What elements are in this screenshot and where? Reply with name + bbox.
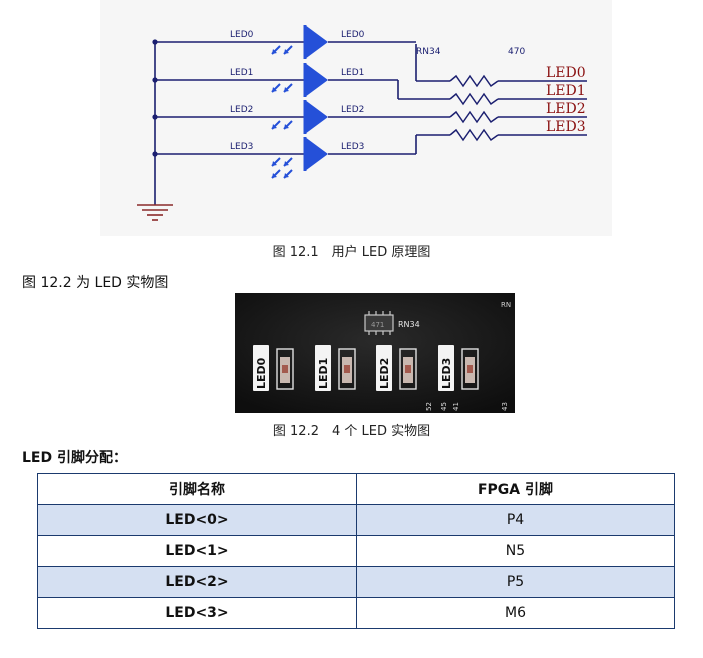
led-diode-3 — [305, 137, 328, 171]
led-die — [282, 365, 288, 373]
fpga-pin-cell: P5 — [356, 566, 675, 598]
led-board-photo: 471 RN34 RN LED0 LED1 LED2 LED3 52 45 41 43 — [235, 293, 515, 413]
net-label-left-2: LED2 — [230, 105, 253, 115]
bottom-mark-0: 52 — [425, 402, 433, 411]
net-label-right-2: LED2 — [341, 105, 364, 115]
junction-dot — [152, 39, 158, 45]
led-footprint — [399, 348, 417, 390]
junction-dot — [152, 114, 158, 120]
table-row: LED<0> P4 — [37, 504, 675, 536]
pin-name-cell: LED<2> — [37, 566, 357, 598]
junction-dot — [152, 77, 158, 83]
led-footprint — [461, 348, 479, 390]
led-die — [467, 365, 473, 373]
led-diode-2 — [305, 100, 328, 134]
output-label-0: LED0 — [546, 65, 586, 81]
pin-assignment-heading: LED 引脚分配： — [22, 450, 127, 466]
led-silkscreen-label-bg — [376, 345, 392, 391]
net-label-right-1: LED1 — [341, 68, 364, 78]
led-silkscreen-label-1: LED1 — [317, 358, 330, 389]
led-silkscreen-label-bg — [438, 345, 454, 391]
led-silkscreen-label-bg — [315, 345, 331, 391]
output-label-3: LED3 — [546, 119, 586, 135]
led-die — [344, 365, 350, 373]
fpga-pin-cell: M6 — [356, 597, 675, 629]
led-die — [405, 365, 411, 373]
net-label-right-3: LED3 — [341, 142, 364, 152]
bottom-mark-3: 43 — [501, 402, 509, 411]
figure-caption-12-1: 图 12.1 用户 LED 原理图 — [272, 245, 431, 260]
intro-text: 图 12.2 为 LED 实物图 — [22, 275, 169, 291]
emission-arrowhead — [272, 173, 277, 178]
chip-marking: 471 — [371, 321, 384, 329]
junction-dot — [152, 151, 158, 157]
emission-arrowhead — [284, 161, 289, 166]
emission-arrowhead — [272, 161, 277, 166]
emission-arrowhead — [284, 87, 289, 92]
led-silkscreen-label-2: LED2 — [378, 358, 391, 389]
pin-name-cell: LED<0> — [37, 504, 357, 536]
column-header-pin-name: 引脚名称 — [37, 473, 357, 505]
figure-caption-12-2: 图 12.2 4 个 LED 实物图 — [272, 424, 431, 439]
led-silkscreen-label-bg — [253, 345, 269, 391]
pin-name-cell: LED<3> — [37, 597, 357, 629]
emission-arrowhead — [284, 173, 289, 178]
led-silkscreen-label-0: LED0 — [255, 357, 268, 389]
fpga-pin-cell: P4 — [356, 504, 675, 536]
net-label-left-0: LED0 — [230, 30, 254, 40]
resistor-ref: RN34 — [416, 47, 441, 57]
chip-ref: RN34 — [398, 320, 420, 329]
emission-arrowhead — [272, 87, 277, 92]
led-footprint — [338, 348, 356, 390]
pin-assignment-table: 引脚名称 FPGA 引脚 LED<0> P4 LED<1> N5 LED<2> … — [37, 473, 675, 629]
emission-arrowhead — [284, 124, 289, 129]
fpga-pin-cell: N5 — [356, 535, 675, 567]
output-label-1: LED1 — [546, 83, 586, 99]
table-row: LED<1> N5 — [37, 535, 675, 567]
corner-mark: RN — [501, 301, 511, 309]
emission-arrowhead — [272, 124, 277, 129]
led-footprint — [276, 348, 294, 390]
column-header-fpga-pin: FPGA 引脚 — [356, 473, 675, 505]
net-label-left-3: LED3 — [230, 142, 253, 152]
table-header-row: 引脚名称 FPGA 引脚 — [37, 473, 675, 505]
resistor-value: 470 — [508, 47, 525, 57]
table-row: LED<2> P5 — [37, 566, 675, 598]
table-row: LED<3> M6 — [37, 597, 675, 629]
emission-arrowhead — [272, 49, 277, 54]
output-label-2: LED2 — [546, 101, 586, 117]
bottom-mark-2: 41 — [452, 402, 460, 411]
bottom-mark-1: 45 — [440, 402, 448, 411]
led-diode-0 — [305, 25, 328, 59]
emission-arrowhead — [284, 49, 289, 54]
pin-name-cell: LED<1> — [37, 535, 357, 567]
led-diode-1 — [305, 63, 328, 97]
net-label-left-1: LED1 — [230, 68, 253, 78]
led-silkscreen-label-3: LED3 — [440, 358, 453, 389]
net-label-right-0: LED0 — [341, 30, 365, 40]
